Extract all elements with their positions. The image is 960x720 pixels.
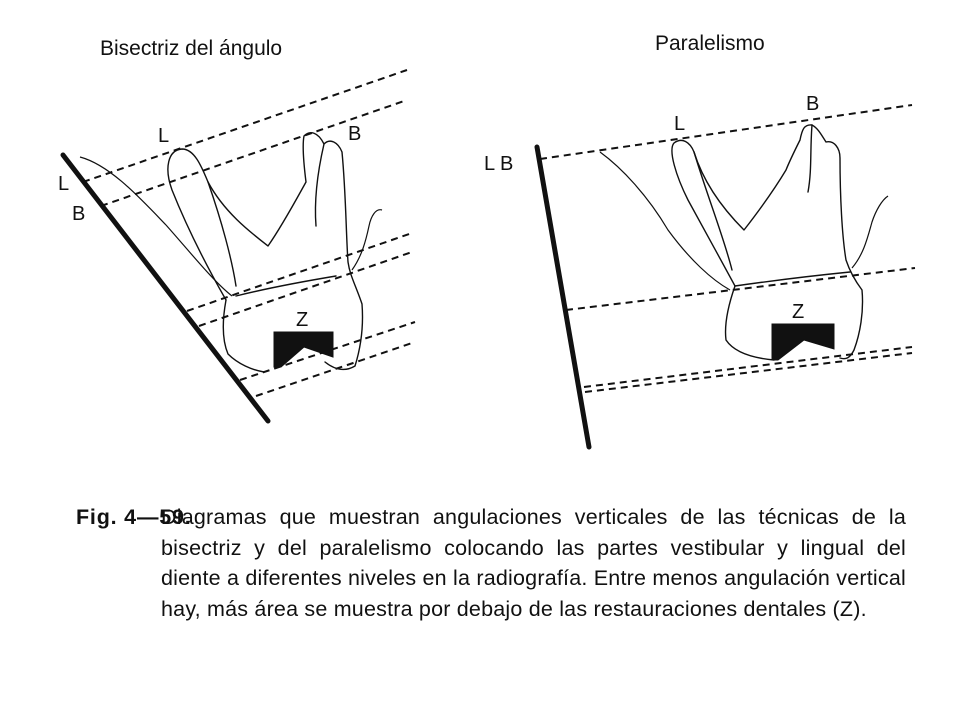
paralleling-projection-line-1 — [539, 104, 913, 160]
bisecting-root-label-b: B — [348, 123, 361, 145]
bisecting-projection-line-6 — [255, 341, 416, 397]
paralleling-restoration-label: Z — [792, 301, 804, 323]
bisecting-projection-line-1 — [82, 69, 408, 183]
bisecting-film-label-l: L — [58, 173, 69, 195]
paralleling-restoration — [771, 323, 835, 361]
bisecting-projection-line-5 — [239, 321, 416, 381]
paralleling-film-label: L B — [484, 153, 513, 175]
bisecting-film-line — [60, 152, 271, 424]
bisecting-tooth — [79, 132, 383, 373]
bisecting-projection-line-3 — [186, 232, 413, 312]
bisecting-restoration — [273, 331, 334, 368]
bisecting-projection-line-4 — [198, 251, 413, 327]
paralleling-projection-line-2 — [565, 267, 916, 311]
paralleling-tooth — [599, 124, 889, 361]
figure-number: Fig. 4—59. — [76, 505, 192, 529]
figure-caption: Fig. 4—59. Diagramas que muestran angula… — [76, 502, 906, 624]
bisecting-root-label-l: L — [158, 125, 169, 147]
paralleling-diagram: Paralelismo L B L B Z — [484, 32, 916, 450]
paralleling-projection-line-4 — [584, 352, 913, 393]
paralleling-root-label-b: B — [806, 93, 819, 115]
bisecting-film-label-b: B — [72, 203, 85, 225]
paralleling-projection-line-3 — [583, 346, 913, 388]
figure-diagrams: Bisectriz del ángulo L B L B Z Parale — [58, 32, 916, 450]
paralleling-film-line — [534, 144, 592, 450]
bisecting-title: Bisectriz del ángulo — [100, 37, 282, 60]
paralleling-title: Paralelismo — [655, 32, 765, 55]
bisecting-restoration-label: Z — [296, 309, 308, 331]
bisecting-projection-line-2 — [100, 99, 408, 207]
paralleling-root-label-l: L — [674, 113, 685, 135]
bisecting-angle-diagram: Bisectriz del ángulo L B L B Z — [58, 37, 416, 424]
caption-text: Diagramas que muestran angulaciones vert… — [161, 505, 906, 621]
